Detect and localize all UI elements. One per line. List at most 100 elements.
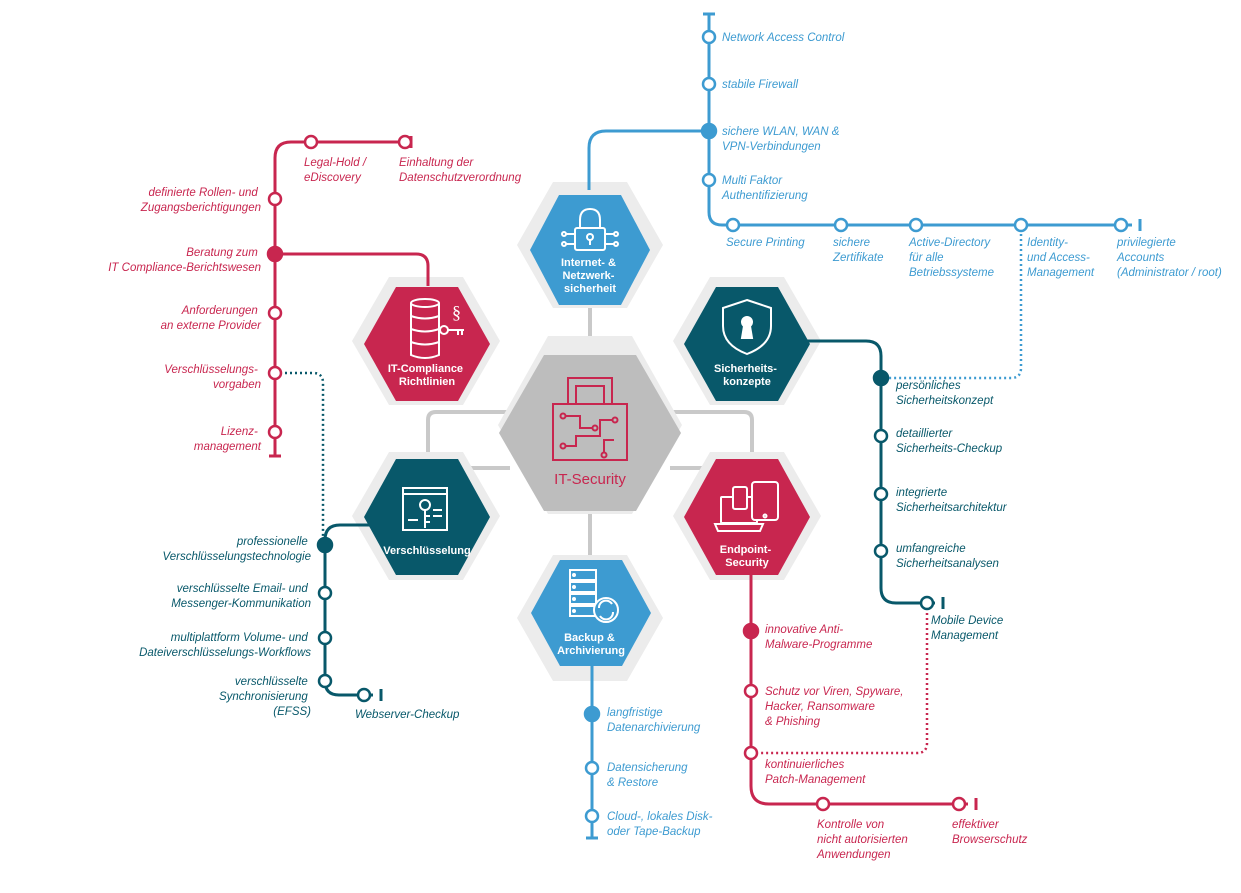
label-analysen: umfangreiche Sicherheitsanalysen	[896, 543, 999, 570]
shield-keyhole-icon	[722, 298, 772, 356]
hex-internet: Internet- & Netzwerk- sicherheit	[530, 195, 650, 305]
label-priv-l3: (Administrator / root)	[1117, 267, 1222, 279]
hex-compliance-line2: Richtlinien	[399, 376, 456, 388]
label-lizenz-l2: management	[194, 441, 262, 453]
label-langfristig: langfristige Datenarchivierung	[607, 707, 701, 734]
hex-sicherheit-line2: konzepte	[723, 376, 771, 388]
label-proftech: professionelle Verschlüsselungstechnolog…	[162, 536, 311, 563]
label-antimal: innovative Anti- Malware-Programme	[765, 624, 872, 651]
database-paragraph-icon	[410, 298, 464, 359]
label-ad-l2: für alle	[909, 252, 944, 264]
label-sync: verschlüsselte Synchronisierung (EFSS)	[219, 676, 311, 718]
label-checkup-l1: detaillierter	[896, 428, 953, 440]
label-ad: Active-Directory für alle Betriebssystem…	[908, 237, 994, 279]
label-printing: Secure Printing	[726, 237, 805, 249]
label-patch: kontinuierliches Patch-Management	[765, 759, 866, 786]
label-anforderungen: Anforderungen an externe Provider	[161, 305, 263, 332]
hex-verschluesselung: Verschlüsselung	[364, 459, 490, 575]
label-priv-l2: Accounts	[1116, 252, 1165, 264]
label-zertifikate-l2: Zertifikate	[832, 252, 884, 264]
label-langfristig-l2: Datenarchivierung	[607, 722, 701, 734]
label-persoenlich-l1: persönliches	[895, 380, 961, 392]
label-architektur: integrierte Sicherheitsarchitektur	[896, 487, 1008, 514]
label-architektur-l1: integrierte	[896, 487, 947, 499]
label-firewall: stabile Firewall	[722, 79, 798, 91]
hex-backup-line1: Backup &	[564, 632, 615, 644]
label-viren-l2: Hacker, Ransomware	[765, 701, 875, 713]
label-mfa: Multi Faktor Authentifizierung	[721, 175, 808, 202]
label-kontrolle: Kontrolle von nicht autorisierten Anwend…	[816, 819, 911, 861]
label-patch-l2: Patch-Management	[765, 774, 866, 786]
label-mdm: Mobile Device Management	[931, 615, 1006, 642]
hex-sicherheit: Sicherheits- konzepte	[684, 287, 810, 401]
label-webserver: Webserver-Checkup	[355, 709, 460, 721]
label-vorgaben-l2: vorgaben	[213, 379, 261, 391]
label-langfristig-l1: langfristige	[607, 707, 663, 719]
label-iam-l1: Identity-	[1027, 237, 1068, 249]
label-sync-l3: (EFSS)	[273, 706, 311, 718]
label-restore-l2: & Restore	[607, 777, 658, 789]
hex-sicherheit-line1: Sicherheits-	[714, 363, 777, 375]
paragraph-icon: §	[452, 302, 461, 322]
label-cloud-l1: Cloud-, lokales Disk-	[607, 811, 713, 823]
label-multiplatt-l1: multiplattform Volume- und	[171, 632, 309, 644]
label-email-l2: Messenger-Kommunikation	[171, 598, 311, 610]
label-kontrolle-l3: Anwendungen	[816, 849, 891, 861]
label-printing-l1: Secure Printing	[726, 237, 805, 249]
hex-verschluesselung-line1: Verschlüsselung	[383, 545, 470, 557]
hex-internet-line3: sicherheit	[564, 283, 616, 295]
label-iam-l3: Management	[1027, 267, 1095, 279]
label-beratung-l2: IT Compliance-Berichtswesen	[108, 262, 261, 274]
label-checkup-l2: Sicherheits-Checkup	[896, 443, 1003, 455]
label-webserver-l1: Webserver-Checkup	[355, 709, 460, 721]
padlock-icon	[561, 207, 619, 251]
label-sync-l2: Synchronisierung	[219, 691, 308, 703]
label-dsgvo-l1: Einhaltung der	[399, 157, 474, 169]
label-multiplatt: multiplattform Volume- und Dateiverschlü…	[139, 632, 311, 659]
label-lizenz-l1: Lizenz-	[221, 426, 258, 438]
svg-text:Endpoint- Security: Endpoint- Security	[720, 544, 774, 569]
label-antimal-l1: innovative Anti-	[765, 624, 843, 636]
hex-endpoint-line2: Security	[725, 557, 769, 569]
label-multiplatt-l2: Dateiverschlüsselungs-Workflows	[139, 647, 311, 659]
label-browser-l2: Browserschutz	[952, 834, 1028, 846]
svg-text:Sicherheits- konzepte: Sicherheits- konzepte	[714, 363, 780, 388]
server-sync-icon	[569, 569, 619, 623]
label-lizenz: Lizenz- management	[194, 426, 262, 453]
label-legal-l1: Legal-Hold /	[304, 157, 368, 169]
label-nac: Network Access Control	[722, 32, 845, 44]
hex-backup-line2: Archivierung	[557, 645, 625, 657]
label-sync-l1: verschlüsselte	[235, 676, 308, 688]
label-legal: Legal-Hold / eDiscovery	[304, 157, 369, 184]
label-dsgvo-l2: Datenschutzverordnung	[399, 172, 522, 184]
label-antimal-l2: Malware-Programme	[765, 639, 872, 651]
label-cloud-l2: oder Tape-Backup	[607, 826, 701, 838]
label-patch-l1: kontinuierliches	[765, 759, 845, 771]
label-rollen: definierte Rollen- und Zugangsberichtigu…	[140, 187, 261, 214]
label-priv: privilegierte Accounts (Administrator / …	[1116, 237, 1222, 279]
route-teal-right	[805, 339, 945, 609]
label-mdm-l1: Mobile Device	[931, 615, 1003, 627]
hex-endpoint-line1: Endpoint-	[720, 544, 772, 556]
label-anforderungen-l2: an externe Provider	[161, 320, 263, 332]
label-restore-l1: Datensicherung	[607, 762, 688, 774]
hex-compliance: § IT-Compliance Richtlinien	[364, 287, 490, 401]
route-blue	[587, 12, 1142, 231]
label-vorgaben: Verschlüsselungs- vorgaben	[164, 364, 261, 391]
label-iam: Identity- und Access- Management	[1027, 237, 1095, 279]
label-browser-l1: effektiver	[952, 819, 1000, 831]
label-iam-l2: und Access-	[1027, 252, 1090, 264]
label-restore: Datensicherung & Restore	[607, 762, 691, 789]
label-kontrolle-l1: Kontrolle von	[817, 819, 884, 831]
label-analysen-l1: umfangreiche	[896, 543, 966, 555]
svg-text:Verschlüsselung: Verschlüsselung	[383, 545, 470, 557]
label-priv-l1: privilegierte	[1116, 237, 1176, 249]
label-mfa-l1: Multi Faktor	[722, 175, 783, 187]
label-wlan: sichere WLAN, WAN & VPN-Verbindungen	[722, 126, 843, 153]
label-email-l1: verschlüsselte Email- und	[177, 583, 309, 595]
label-checkup: detaillierter Sicherheits-Checkup	[896, 428, 1003, 455]
hex-endpoint: Endpoint- Security	[684, 459, 810, 575]
hex-backup: Backup & Archivierung	[531, 560, 651, 666]
dotted-links	[285, 234, 1023, 755]
label-browser: effektiver Browserschutz	[952, 819, 1028, 846]
